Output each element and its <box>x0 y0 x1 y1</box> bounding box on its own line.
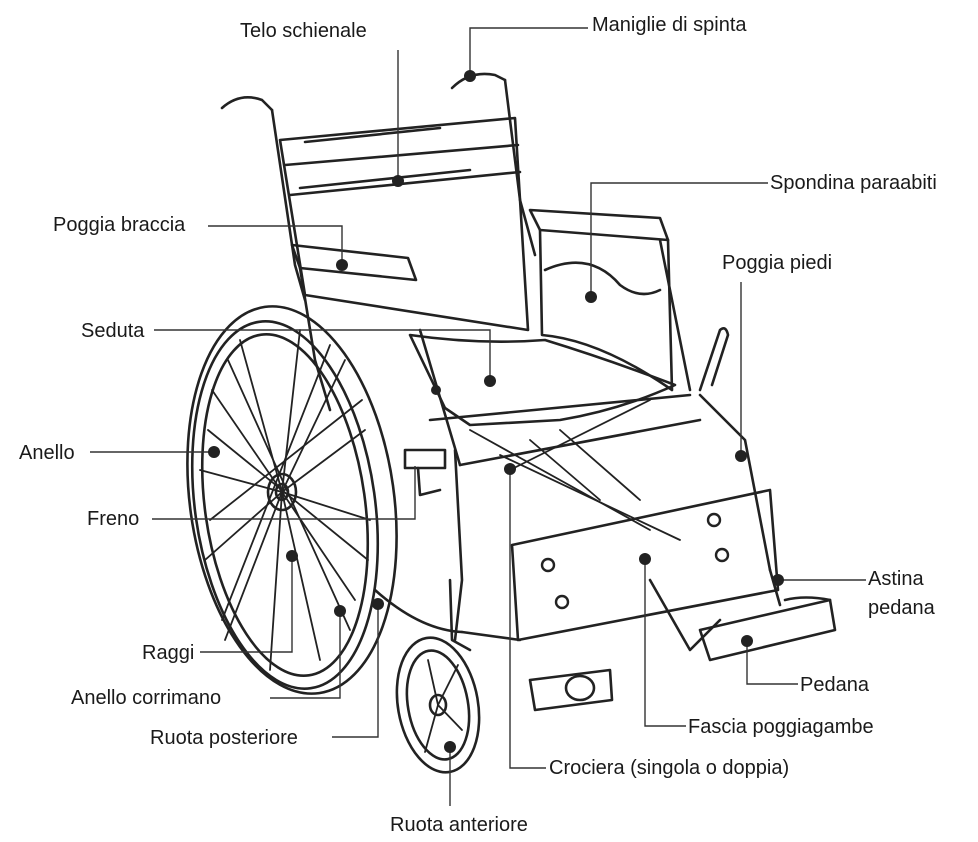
label-telo-schienale: Telo schienale <box>240 20 367 42</box>
leader-spondina <box>591 183 768 296</box>
left-armrest <box>292 245 416 280</box>
leader-fascia <box>645 560 686 726</box>
label-astina-pedana-line1: Astina <box>868 568 924 590</box>
footplate <box>700 600 835 660</box>
leader-raggi <box>200 556 292 652</box>
label-raggi: Raggi <box>142 642 194 664</box>
backrest <box>280 118 528 330</box>
label-poggia-braccia: Poggia braccia <box>53 214 185 236</box>
right-back-post <box>505 80 535 255</box>
anchor-dots <box>208 70 784 753</box>
label-pedana: Pedana <box>800 674 869 696</box>
label-poggia-piedi: Poggia piedi <box>722 252 832 274</box>
label-anello-corrimano: Anello corrimano <box>71 687 221 709</box>
clothing-guard <box>540 230 672 390</box>
label-astina-pedana-line2: pedana <box>868 597 935 619</box>
left-push-handle <box>222 97 272 110</box>
front-left-post <box>455 450 462 640</box>
label-maniglie-di-spinta: Maniglie di spinta <box>592 14 747 36</box>
legrest-rivets <box>542 514 728 608</box>
label-fascia-poggiagambe: Fascia poggiagambe <box>688 716 874 738</box>
right-push-handle <box>452 74 505 88</box>
brake <box>405 450 445 468</box>
label-seduta: Seduta <box>81 320 144 342</box>
seat <box>410 335 675 425</box>
right-armrest-frame <box>660 240 690 390</box>
label-spondina-paraabiti: Spondina paraabiti <box>770 172 937 194</box>
label-freno: Freno <box>87 508 139 530</box>
cross-brace <box>470 400 680 540</box>
wheelchair-drawing <box>164 74 835 779</box>
leader-maniglie <box>470 28 588 75</box>
label-ruota-anteriore: Ruota anteriore <box>390 814 528 836</box>
front-right-post <box>700 395 770 570</box>
label-anello: Anello <box>19 442 75 464</box>
label-crociera: Crociera (singola o doppia) <box>549 757 789 779</box>
label-ruota-posteriore: Ruota posteriore <box>150 727 298 749</box>
right-armrest <box>530 210 668 240</box>
leader-poggia-braccia <box>208 226 342 264</box>
